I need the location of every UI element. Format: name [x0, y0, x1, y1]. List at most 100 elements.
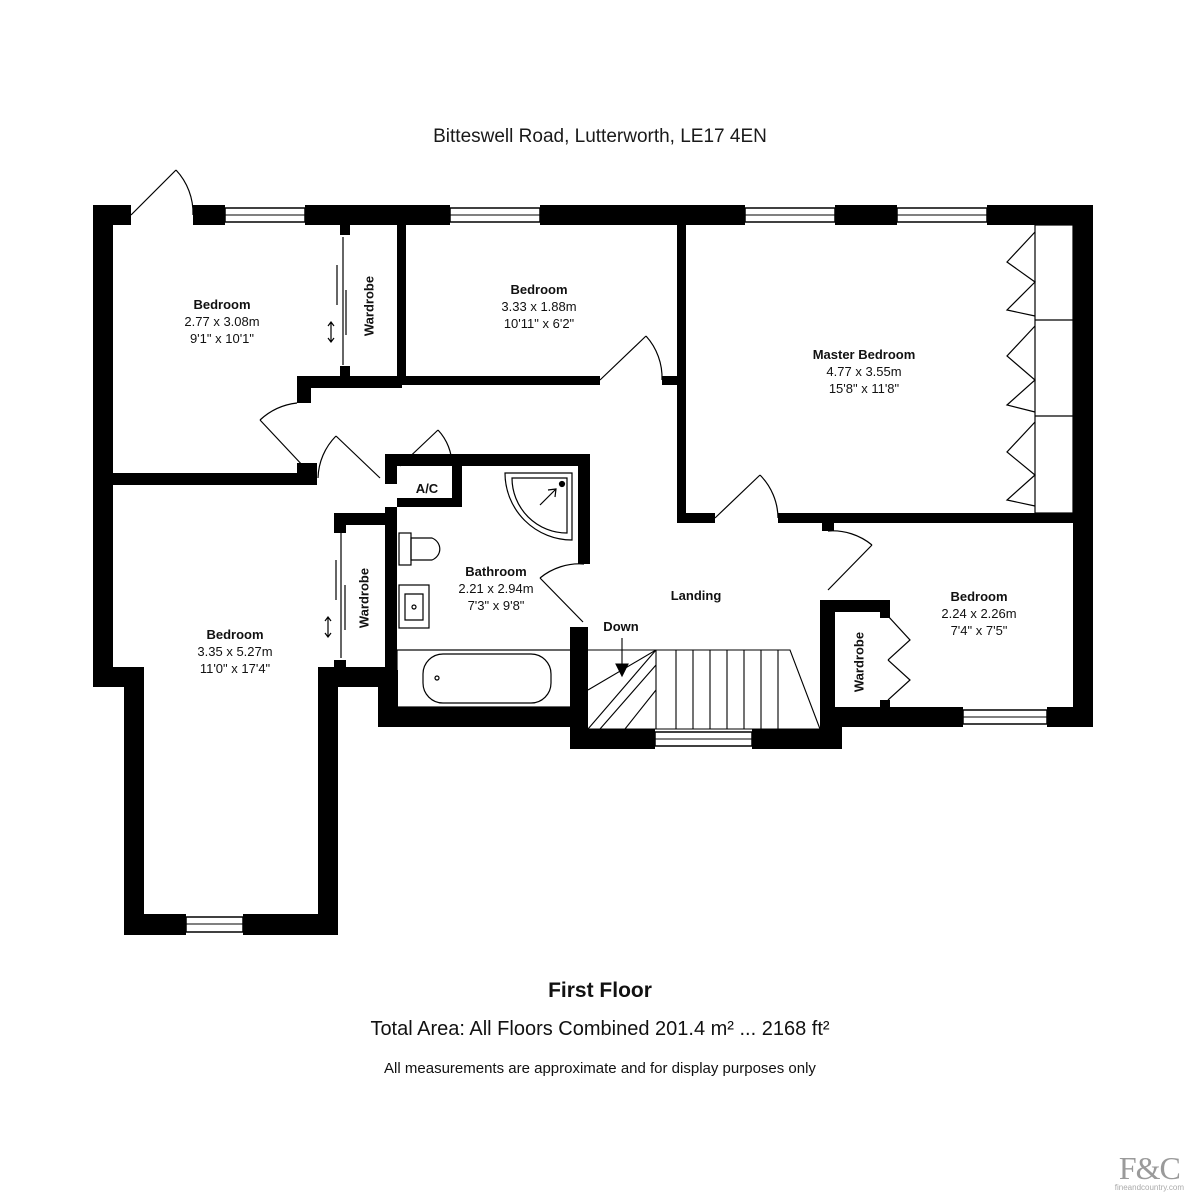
wardrobe-unit	[1034, 224, 1074, 514]
wall-bedroom-n-bottom-right	[662, 376, 684, 385]
wall-se-west	[820, 600, 835, 727]
door-master	[714, 474, 761, 519]
wall-corridor-top-stub	[297, 376, 311, 403]
wall-wardrobe-stub-bottom	[340, 366, 350, 380]
door-swing	[175, 169, 194, 216]
toilet-cistern	[398, 532, 412, 566]
door-swing	[437, 429, 453, 467]
stair-arrow-head	[615, 663, 629, 678]
wall-bedroom-n-west	[397, 225, 406, 383]
door-swing	[259, 402, 298, 421]
landing-label: Landing	[670, 588, 722, 603]
bathroom-fixtures	[396, 472, 573, 708]
wall-master-west	[677, 225, 686, 523]
wall-stair-bottom-1	[570, 729, 655, 749]
wall-se-top-stub	[822, 523, 834, 531]
door-swing	[317, 435, 337, 479]
stairs-down-label: Down	[603, 619, 639, 634]
ac-label: A/C	[415, 481, 439, 496]
wall-ac-left-stub	[385, 454, 397, 484]
shower-tray	[504, 472, 573, 541]
floor-title: First Floor	[548, 979, 652, 1002]
doors	[130, 169, 911, 701]
sink-unit	[398, 584, 430, 629]
wall-exterior-left	[93, 205, 113, 687]
wall-sw-bottom-2	[243, 914, 338, 935]
sliding-wardrobes	[324, 237, 347, 658]
wall-master-bottom	[778, 513, 1073, 523]
wall-se-wardrobe-stub-bottom	[880, 700, 890, 712]
wardrobe-doors-2	[1005, 325, 1036, 413]
wall-wardrobe-stub-top	[340, 225, 350, 235]
bath-tub-icon	[422, 653, 552, 704]
walls	[93, 205, 1093, 935]
wall-sw-wardrobe-stub-bottom	[334, 660, 346, 680]
wall-nw-bottom	[93, 473, 305, 485]
wardrobe-label-se: Wardrobe	[851, 631, 867, 693]
wall-bath-top	[397, 454, 590, 466]
sink-drain	[411, 604, 417, 610]
wardrobe-label-nw: Wardrobe	[361, 275, 377, 337]
wardrobe-label-sw: Wardrobe	[356, 567, 372, 629]
wall-exterior-top-4	[835, 205, 897, 225]
door-swing	[645, 335, 663, 381]
wall-nw-bottom-stub	[297, 463, 317, 485]
wall-exterior-bottom-se-2	[1047, 707, 1093, 727]
logo-site: fineandcountry.com	[1114, 1183, 1184, 1192]
wall-ac-bottom	[397, 498, 462, 507]
windows	[185, 207, 1048, 933]
shower-inner	[511, 477, 568, 534]
stair-winder	[587, 649, 657, 730]
door-exterior	[130, 169, 177, 216]
wall-ac-right	[452, 454, 462, 506]
wall-se-wardrobe-top	[825, 600, 890, 612]
shower-head-icon	[558, 480, 566, 488]
wall-sw-right	[318, 667, 338, 935]
door-swing	[827, 530, 873, 546]
slide-arrow-icon	[324, 616, 332, 638]
door-bedroom-n	[599, 335, 647, 381]
wall-exterior-top-5	[987, 205, 1093, 225]
wall-exterior-top-2	[305, 205, 450, 225]
wall-exterior-top-1	[193, 205, 225, 225]
wall-bath-left	[385, 507, 397, 682]
toilet-bowl-icon	[410, 537, 441, 561]
stair-winder	[599, 664, 657, 730]
room-label-bedroom-nw: Bedroom 2.77 x 3.08m 9'1" x 10'1"	[184, 297, 260, 346]
wall-exterior-top-3	[540, 205, 745, 225]
logo-mark: F&C	[1118, 1150, 1181, 1186]
door-bedroom-se	[827, 544, 873, 591]
door-swing	[539, 563, 585, 579]
sink-basin-icon	[404, 593, 424, 621]
room-label-bathroom: Bathroom 2.21 x 2.94m 7'3" x 9'8"	[458, 564, 534, 613]
door-bedroom-nw	[259, 419, 306, 469]
slide-arrow-icon	[327, 321, 335, 343]
wardrobe-door	[887, 659, 911, 701]
door-ac	[399, 429, 439, 467]
wall-exterior-bottom-se-1	[888, 707, 963, 727]
wall-exterior-right	[1073, 205, 1093, 727]
wardrobe-door	[887, 615, 911, 661]
stair-winder	[624, 689, 657, 730]
staircase	[587, 638, 821, 730]
window-glazing-lines	[186, 214, 1047, 925]
wall-se-wardrobe-stub	[880, 600, 890, 618]
wall-bath-right	[578, 454, 590, 564]
room-label-bedroom-se: Bedroom 2.24 x 2.26m 7'4" x 7'5"	[941, 589, 1017, 638]
room-label-bedroom-sw: Bedroom 3.35 x 5.27m 11'0" x 17'4"	[197, 627, 273, 676]
wall-corridor-top-left	[297, 376, 402, 388]
wall-sw-wardrobe-top	[334, 513, 389, 525]
door-bedroom-sw	[335, 435, 381, 479]
bath-drain	[434, 675, 440, 681]
total-area: Total Area: All Floors Combined 201.4 m²…	[370, 1018, 830, 1040]
door-bathroom	[539, 577, 584, 623]
shower-arrow-head	[547, 488, 557, 498]
bath-surround	[396, 649, 573, 708]
stair-outline	[588, 649, 821, 730]
wall-exterior-bottom-se-3	[820, 707, 888, 727]
wall-sw-left-lower	[124, 667, 144, 935]
wardrobe-doors-3	[1005, 421, 1036, 507]
wall-sw-wardrobe-stub	[334, 513, 346, 533]
wall-master-bottom-left	[677, 513, 715, 523]
